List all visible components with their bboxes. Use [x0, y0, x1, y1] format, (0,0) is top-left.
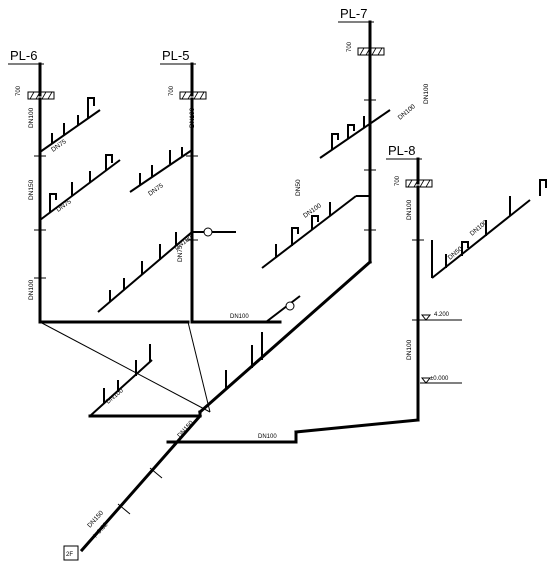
svg-text:DN100: DN100: [230, 314, 249, 320]
svg-text:DN150: DN150: [176, 419, 195, 439]
svg-text:4.200: 4.200: [434, 312, 450, 318]
pl5-branch-upper: [129, 147, 193, 193]
svg-text:DN50: DN50: [295, 179, 302, 196]
svg-text:PL-8: PL-8: [388, 143, 415, 158]
pl7-vent-cap: 700: [347, 20, 385, 56]
svg-text:DN100: DN100: [28, 107, 35, 128]
pl7-branch-lower: [261, 195, 370, 269]
svg-text:DN100: DN100: [28, 279, 35, 300]
pl5-branch-lower: [97, 227, 236, 313]
pl5-collector: DN100: [190, 295, 301, 324]
svg-text:PL-7: PL-7: [340, 6, 367, 21]
svg-text:2F: 2F: [66, 552, 73, 558]
pl6-to-main-lines: [39, 321, 211, 417]
outlet: DN150 i=0.02 2F: [63, 509, 110, 561]
svg-text:DN100: DN100: [406, 339, 413, 360]
svg-text:DN75: DN75: [147, 182, 165, 197]
pl8-branch: [431, 179, 547, 279]
pl6-vent-cap: 700: [16, 62, 55, 100]
pl7-branch-upper: [319, 109, 391, 159]
svg-text:PL-6: PL-6: [10, 48, 37, 63]
svg-text:PL-5: PL-5: [162, 48, 189, 63]
svg-text:DN100: DN100: [397, 103, 417, 122]
svg-text:700: 700: [395, 175, 401, 186]
pl6-branch-lower: [39, 154, 121, 221]
main-outlet-diagonal: [79, 413, 203, 553]
svg-text:DN100: DN100: [189, 107, 196, 128]
svg-text:DN100: DN100: [105, 387, 125, 406]
svg-text:700: 700: [347, 41, 353, 52]
svg-text:DN100: DN100: [406, 199, 413, 220]
pl8-vent-cap: 700: [395, 157, 433, 188]
pl7-riser: [364, 53, 376, 264]
pl5-riser: [186, 97, 198, 324]
riser-pl7-title: PL-7: [338, 6, 374, 23]
main-collector-horizontal: DN100: [88, 410, 298, 444]
svg-text:700: 700: [16, 85, 22, 96]
pl5-vent-cap: 700: [169, 62, 207, 100]
pl8-riser: DN100 DN100: [294, 185, 424, 434]
riser-pl8-title: PL-8: [386, 143, 422, 160]
elevation-ground: ±0.000: [420, 376, 462, 384]
svg-text:700: 700: [169, 85, 175, 96]
svg-text:DN150: DN150: [28, 179, 35, 200]
elevation-4200: 4.200: [420, 312, 462, 321]
svg-text:DN100: DN100: [423, 83, 430, 104]
pl7-down-diagonal: [197, 259, 373, 415]
svg-text:DN75: DN75: [177, 245, 184, 262]
pl6-branch-upper: [39, 97, 101, 153]
svg-text:±0.000: ±0.000: [430, 376, 449, 382]
svg-text:DN100: DN100: [258, 434, 277, 440]
svg-text:DN75: DN75: [55, 198, 73, 213]
riser-pl6-title: PL-6: [8, 48, 44, 65]
pl6-riser: [34, 97, 190, 324]
riser-pl5-title: PL-5: [160, 48, 196, 65]
